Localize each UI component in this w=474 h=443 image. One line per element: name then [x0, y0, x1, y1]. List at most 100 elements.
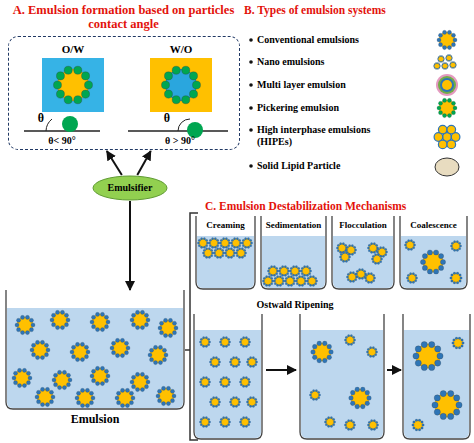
beaker-outline: [300, 314, 384, 439]
list-item: Solid Lipid Particle: [257, 160, 407, 172]
hipe-cell: [447, 125, 456, 134]
nano-droplet: [441, 62, 449, 69]
beaker-wall: [332, 216, 394, 289]
beaker-wall: [196, 216, 255, 289]
pickering-icon: [437, 98, 457, 117]
ostwald-beaker: [194, 314, 262, 439]
droplet: [344, 420, 355, 431]
bullet: [249, 83, 253, 87]
water-phase-square: [42, 58, 104, 112]
droplet: [199, 417, 210, 428]
nano-icon: [433, 54, 457, 69]
water-fill: [401, 236, 466, 288]
bullets: [249, 38, 253, 168]
node-label: Emulsion: [5, 413, 185, 427]
droplet: [432, 390, 462, 419]
hipe-icon: [434, 125, 460, 148]
oil-in-water-panel: O/W: [33, 43, 113, 151]
interface-line: [24, 130, 100, 132]
multilayer-icon: [436, 74, 458, 96]
ellipse-shape: [93, 176, 167, 200]
list-item: High interphase emulsions (HIPEs): [257, 124, 407, 147]
water-fill: [404, 330, 469, 438]
layer-ring: [436, 74, 458, 96]
droplet: [209, 397, 220, 408]
water-in-oil-panel: W/O: [137, 43, 225, 151]
panel-heading: A. Emulsion formation based on particles…: [9, 3, 238, 32]
bullet: [249, 38, 253, 42]
droplet: [413, 341, 443, 370]
angle-symbol: θ: [160, 112, 174, 126]
mechanism-label: Creaming: [195, 220, 256, 230]
droplet: [219, 417, 230, 428]
oil-droplet: [53, 66, 92, 104]
droplet: [209, 357, 220, 368]
water-fill: [195, 330, 261, 438]
droplet: [219, 337, 230, 348]
ostwald-beaker: [403, 314, 470, 439]
nano-droplet: [449, 61, 457, 68]
droplet: [239, 377, 250, 388]
phase-label: O/W: [33, 43, 113, 56]
water-fill: [333, 236, 393, 288]
droplet: [367, 420, 378, 431]
layer-ring: [438, 76, 456, 94]
mechanism-label: Ostwald Ripening: [240, 299, 350, 311]
bullet: [249, 106, 253, 110]
droplet: [344, 335, 355, 346]
angle-arc: [178, 119, 190, 131]
droplet: [324, 417, 335, 428]
bullet: [249, 128, 253, 132]
particle: [62, 116, 78, 132]
water-droplet: [161, 66, 200, 104]
droplet: [246, 397, 257, 408]
droplet: [452, 337, 465, 349]
droplet: [311, 341, 334, 363]
beaker-wall: [6, 290, 184, 409]
list-item: Pickering emulsion: [257, 102, 407, 114]
hipe-cell: [438, 140, 447, 149]
angle-symbol: θ: [34, 112, 48, 126]
mechanism-label: Sedimentation: [260, 220, 327, 230]
conventional-icon: [437, 30, 457, 49]
beaker-wall: [400, 216, 467, 289]
layer-ring: [440, 78, 454, 92]
list-item: Multi layer emulsion: [257, 79, 407, 91]
nano-droplet: [433, 62, 441, 69]
list-item: Nano emulsions: [257, 56, 407, 68]
bullet: [249, 164, 253, 168]
nano-droplet: [445, 54, 453, 61]
phase-label: W/O: [137, 43, 225, 56]
arrow-connector: [107, 151, 122, 175]
angle-label: θ< 90°: [30, 135, 94, 147]
coalescence-beaker: Coalescence: [399, 216, 468, 290]
water-fill: [197, 236, 254, 288]
panel-heading: B. Types of emulsion systems: [244, 4, 472, 17]
node-label: Emulsifier: [92, 182, 168, 194]
emulsifier-ellipse: Emulsifier: [92, 175, 168, 201]
droplet: [349, 387, 372, 409]
beaker-outline: [194, 314, 262, 439]
beaker-outline: [5, 290, 185, 410]
droplet: [229, 357, 240, 368]
mechanism-label: Coalescence: [399, 220, 468, 230]
solid-lipid-icon: [435, 158, 459, 176]
panel-box: A. Emulsion formation based on particles…: [8, 36, 240, 150]
panel-heading: C. Emulsion Destabilization Mechanisms: [205, 200, 473, 213]
beaker-wall: [261, 216, 326, 289]
hipe-cell: [447, 140, 456, 149]
arrow-connector: [129, 201, 131, 290]
hipe-cell: [438, 125, 447, 134]
droplet: [199, 337, 210, 348]
droplet: [412, 419, 425, 431]
bullet: [249, 60, 253, 64]
droplet: [366, 347, 377, 358]
emulsion-beaker: Emulsion: [5, 290, 185, 435]
droplet: [229, 397, 240, 408]
sedimentation-beaker: Sedimentation: [260, 216, 327, 290]
ostwald-beaker: [300, 314, 384, 439]
process-arrow: [387, 369, 401, 371]
oil-phase-square: [150, 58, 212, 112]
water-fill: [262, 236, 325, 288]
